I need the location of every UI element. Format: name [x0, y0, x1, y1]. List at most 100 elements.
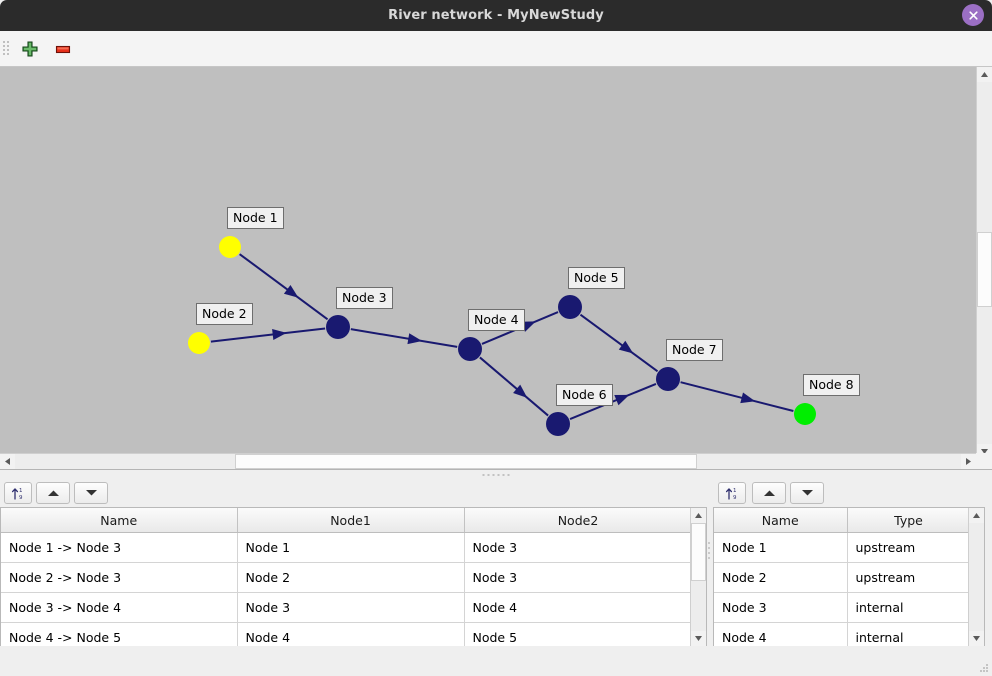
edge-Node6-to-Node7[interactable]	[569, 382, 657, 421]
node-label-node4[interactable]: Node 4	[468, 309, 525, 331]
delete-node-icon[interactable]	[50, 36, 76, 62]
table-cell[interactable]: Node 3	[464, 532, 692, 563]
panel-splitter[interactable]	[0, 469, 992, 479]
canvas-vscroll-thumb[interactable]	[977, 232, 992, 307]
edge-Node2-to-Node3[interactable]	[210, 327, 326, 343]
table-cell[interactable]: upstream	[847, 532, 970, 563]
branch-panel-footer	[0, 646, 707, 676]
table-cell[interactable]: Node 4	[237, 622, 465, 646]
branch-scroll-thumb[interactable]	[691, 523, 706, 581]
window-resize-grip[interactable]	[980, 664, 989, 673]
column-header-node1[interactable]: Node1	[237, 508, 465, 533]
table-cell[interactable]: internal	[847, 622, 970, 646]
table-cell[interactable]: Node 4	[714, 622, 848, 646]
edge-Node5-to-Node7[interactable]	[579, 313, 659, 373]
column-header-name[interactable]: Name	[714, 508, 848, 533]
node-label-node3[interactable]: Node 3	[336, 287, 393, 309]
table-cell[interactable]: Node 4 -> Node 5	[1, 622, 238, 646]
toolbar-drag-handle[interactable]	[3, 39, 9, 59]
node-label-node7[interactable]: Node 7	[666, 339, 723, 361]
graph-node-node1[interactable]	[219, 236, 241, 258]
branch-table-scrollbar[interactable]	[690, 508, 706, 646]
table-cell[interactable]: Node 3	[237, 592, 465, 623]
edge-direction-arrow	[283, 284, 299, 298]
move-up-icon[interactable]	[36, 482, 70, 504]
table-cell[interactable]: Node 2	[237, 562, 465, 593]
add-node-icon[interactable]	[17, 36, 43, 62]
sort-icon[interactable]: 1 9	[718, 482, 746, 504]
table-cell[interactable]: Node 3	[714, 592, 848, 623]
table-cell[interactable]: Node 1	[714, 532, 848, 563]
graph-node-node6[interactable]	[546, 412, 570, 436]
network-canvas[interactable]: Node 1 Node 2 Node 3 Node 4 Node 5 Node 6 Node…	[0, 67, 992, 459]
graph-node-node5[interactable]	[558, 295, 582, 319]
scroll-up-icon[interactable]	[977, 67, 992, 82]
edge-Node4-to-Node6[interactable]	[479, 356, 549, 417]
table-cell[interactable]: Node 5	[464, 622, 692, 646]
node-panel-footer	[707, 646, 992, 676]
table-cell[interactable]: internal	[847, 592, 970, 623]
table-cell[interactable]: Node 4	[464, 592, 692, 623]
move-down-icon[interactable]	[790, 482, 824, 504]
graph-node-node3[interactable]	[326, 315, 350, 339]
graph-node-node8[interactable]	[794, 403, 816, 425]
move-down-icon[interactable]	[74, 482, 108, 504]
move-up-icon[interactable]	[752, 482, 786, 504]
close-icon[interactable]	[962, 4, 984, 26]
graph-node-node2[interactable]	[188, 332, 210, 354]
edge-direction-arrow	[272, 329, 287, 340]
node-label-node1[interactable]: Node 1	[227, 207, 284, 229]
sort-icon[interactable]: 1 9	[4, 482, 32, 504]
window-title: River network - MyNewStudy	[388, 8, 604, 23]
scroll-down-icon[interactable]	[691, 631, 706, 646]
node-label-node2[interactable]: Node 2	[196, 303, 253, 325]
edge-direction-arrow	[740, 392, 756, 404]
node-label-node6[interactable]: Node 6	[556, 384, 613, 406]
node-panel-drag-handle[interactable]	[707, 539, 712, 563]
table-cell[interactable]: upstream	[847, 562, 970, 593]
edge-Node7-to-Node8[interactable]	[680, 381, 794, 412]
node-label-node8[interactable]: Node 8	[803, 374, 860, 396]
edge-Node3-to-Node4[interactable]	[350, 328, 458, 348]
edge-Node1-to-Node3[interactable]	[239, 253, 329, 321]
table-cell[interactable]: Node 2	[714, 562, 848, 593]
scroll-up-icon[interactable]	[969, 508, 984, 523]
table-cell[interactable]: Node 3	[464, 562, 692, 593]
column-header-node2[interactable]: Node2	[464, 508, 692, 533]
table-cell[interactable]: Node 3 -> Node 4	[1, 592, 238, 623]
scroll-up-icon[interactable]	[691, 508, 706, 523]
scroll-down-icon[interactable]	[969, 631, 984, 646]
canvas-vertical-scrollbar[interactable]	[976, 67, 992, 459]
scroll-left-icon[interactable]	[0, 454, 15, 469]
canvas-horizontal-scrollbar[interactable]	[0, 453, 976, 469]
node-label-node5[interactable]: Node 5	[568, 267, 625, 289]
column-header-type[interactable]: Type	[847, 508, 970, 533]
node-scroll-track[interactable]	[969, 523, 984, 631]
canvas-hscroll-thumb[interactable]	[235, 454, 697, 469]
edge-direction-arrow	[407, 333, 423, 345]
node-table-scrollbar[interactable]	[968, 508, 984, 646]
scroll-right-icon[interactable]	[961, 454, 976, 469]
graph-node-node7[interactable]	[656, 367, 680, 391]
column-header-name[interactable]: Name	[1, 508, 238, 533]
graph-node-node4[interactable]	[458, 337, 482, 361]
table-cell[interactable]: Node 1 -> Node 3	[1, 532, 238, 563]
table-cell[interactable]: Node 2 -> Node 3	[1, 562, 238, 593]
table-cell[interactable]: Node 1	[237, 532, 465, 563]
